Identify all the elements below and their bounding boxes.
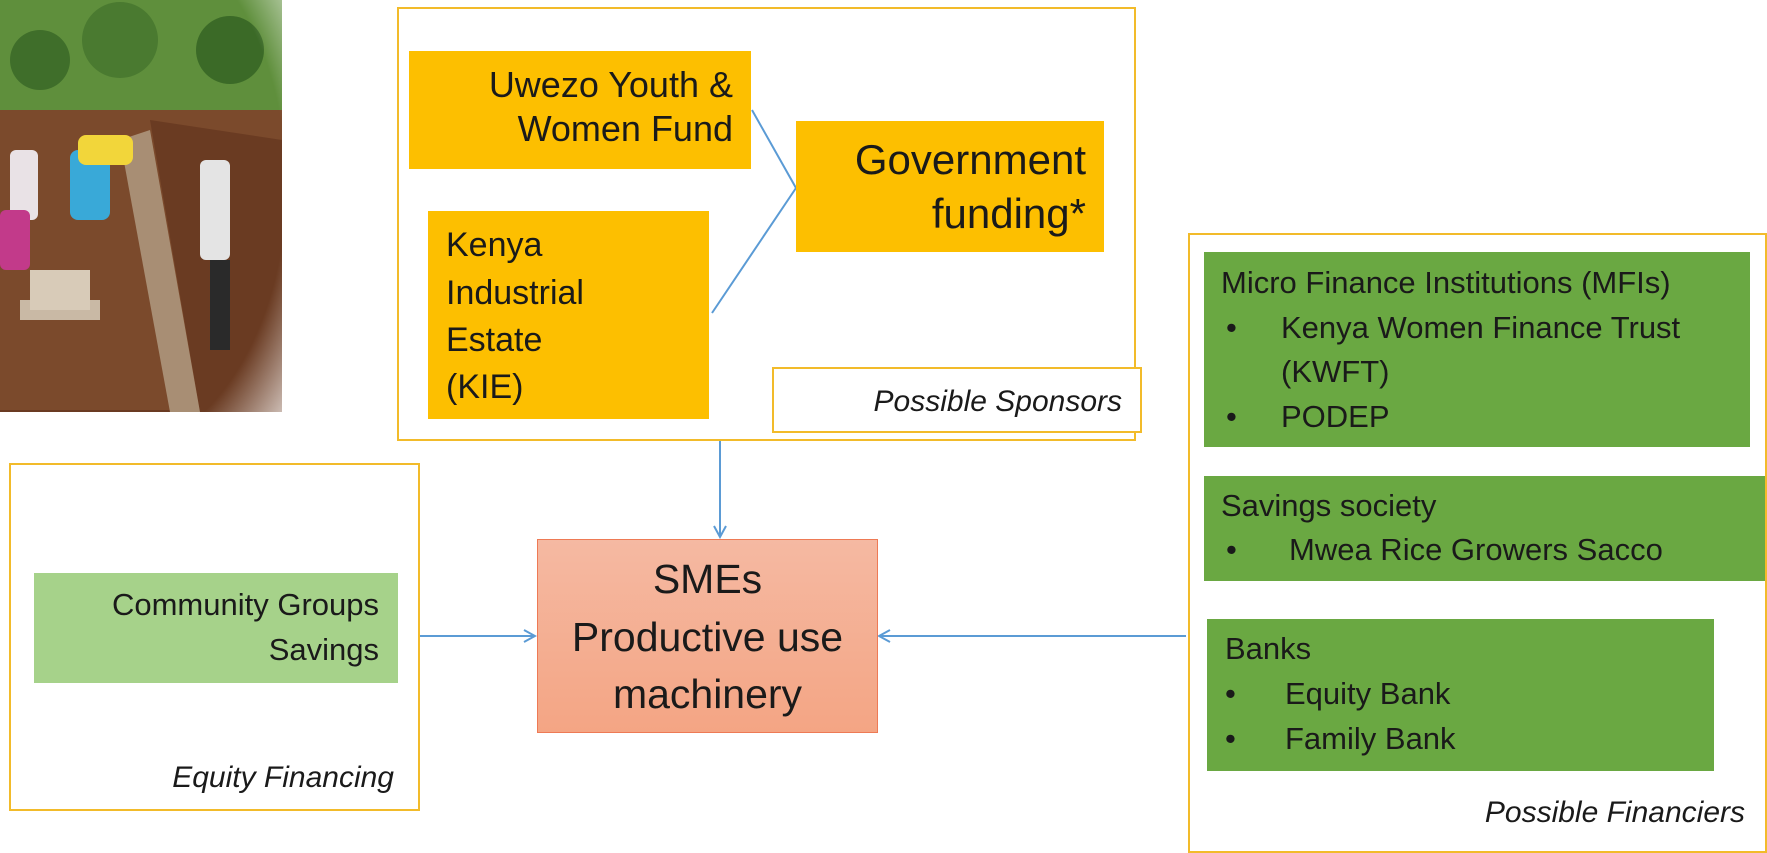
banks-title: Banks — [1225, 631, 1312, 666]
savings-item-1: Mwea Rice Growers Sacco — [1289, 532, 1663, 567]
sponsors-caption: Possible Sponsors — [873, 385, 1122, 418]
field-work-photo — [0, 0, 282, 412]
government-line-2: funding* — [931, 190, 1086, 237]
equity-caption: Equity Financing — [172, 761, 394, 794]
kie-line-2: Industrial — [446, 274, 584, 312]
kie-line-1: Kenya — [446, 226, 543, 264]
banks-item-2: Family Bank — [1285, 721, 1456, 756]
savings-society-box: Savings society • Mwea Rice Growers Sacc… — [1204, 476, 1765, 581]
banks-bullet-1: • — [1225, 676, 1236, 711]
banks-box: Banks • Equity Bank • Family Bank — [1207, 619, 1714, 771]
community-line-1: Community Groups — [111, 587, 379, 622]
mfi-bullet-1: • — [1226, 310, 1237, 345]
mfi-item-2: PODEP — [1281, 399, 1390, 434]
uwezo-fund-box: Uwezo Youth & Women Fund — [409, 51, 751, 169]
mfi-title: Micro Finance Institutions (MFIs) — [1221, 265, 1671, 300]
mfi-item-1: Kenya Women Finance Trust — [1281, 310, 1681, 345]
mfi-bullet-2: • — [1226, 399, 1237, 434]
uwezo-line-2: Women Fund — [517, 108, 733, 149]
banks-item-1: Equity Bank — [1285, 676, 1451, 711]
mfi-item-1-cont: (KWFT) — [1281, 354, 1390, 389]
financiers-frame: Possible Financiers — [1188, 233, 1767, 853]
financiers-caption: Possible Financiers — [1484, 796, 1745, 829]
photo-illustration — [0, 0, 282, 412]
government-line-1: Government — [854, 136, 1086, 183]
savings-bullet-1: • — [1226, 532, 1237, 567]
mfi-box: Micro Finance Institutions (MFIs) • Keny… — [1204, 252, 1750, 447]
smes-line-1: SMEs — [652, 556, 763, 602]
sponsors-caption-box: Possible Sponsors — [772, 367, 1142, 433]
community-line-2: Savings — [268, 632, 379, 667]
smes-line-2: Productive use — [571, 614, 844, 660]
sponsors-frame — [397, 7, 1136, 441]
kie-line-4: (KIE) — [446, 368, 524, 406]
community-savings-box: Community Groups Savings — [34, 573, 398, 683]
banks-bullet-2: • — [1225, 721, 1236, 756]
smes-machinery-box: SMEs Productive use machinery — [537, 539, 878, 733]
kie-box: Kenya Industrial Estate (KIE) — [428, 211, 709, 419]
savings-title: Savings society — [1221, 488, 1437, 523]
equity-frame: Equity Financing — [9, 463, 420, 811]
uwezo-line-1: Uwezo Youth & — [488, 64, 733, 105]
smes-line-3: machinery — [612, 671, 803, 717]
government-funding-box: Government funding* — [796, 121, 1104, 252]
kie-line-3: Estate — [446, 321, 543, 359]
